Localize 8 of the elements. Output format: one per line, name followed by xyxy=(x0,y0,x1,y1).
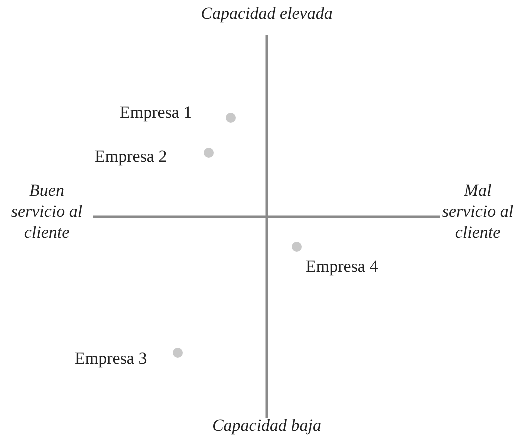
axis-label: Buen servicio al cliente xyxy=(10,180,84,243)
point-label: Empresa 3 xyxy=(75,348,148,369)
point-label: Empresa 1 xyxy=(120,102,192,123)
point-label: Empresa 2 xyxy=(95,146,168,167)
point-label: Empresa 4 xyxy=(306,256,378,277)
axis-label: Mal servicio al cliente xyxy=(441,180,515,243)
axis-label: Capacidad baja xyxy=(211,415,323,436)
axis-label: Capacidad elevada xyxy=(200,3,334,24)
